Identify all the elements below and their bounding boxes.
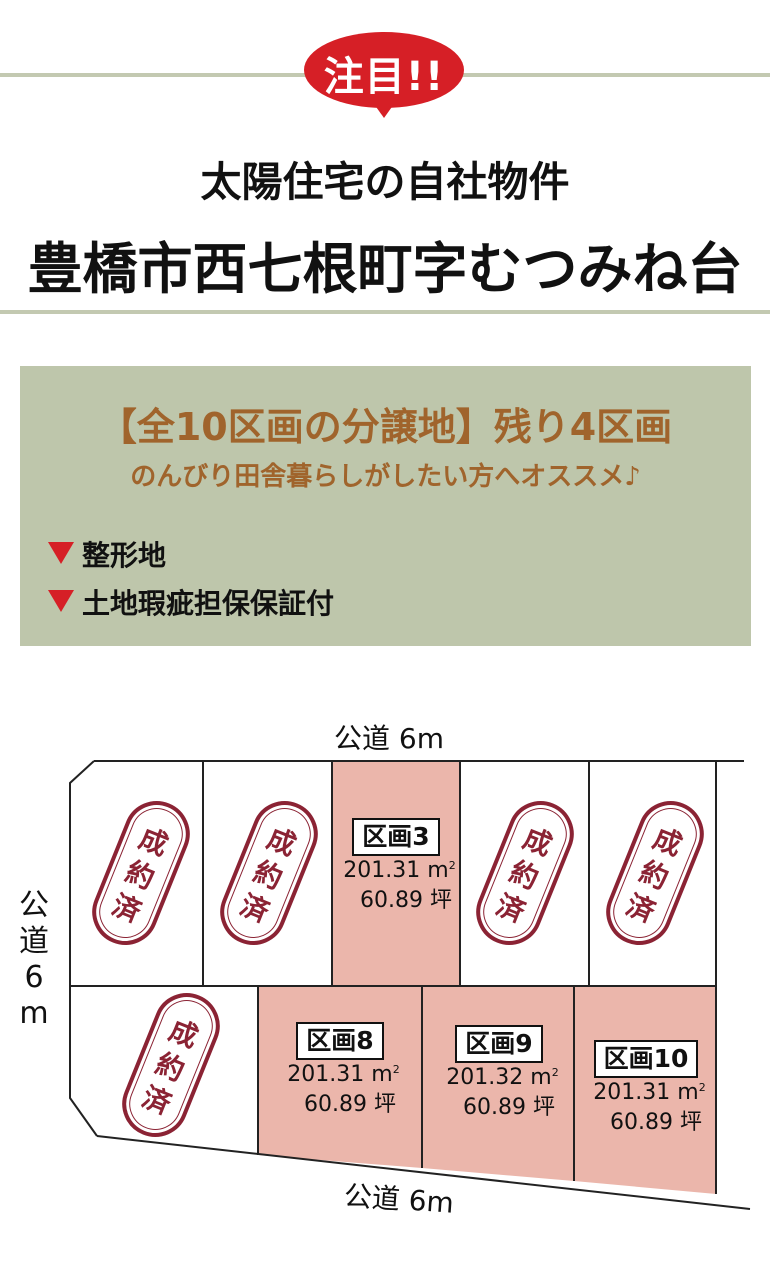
lot-9-area-sqm: 201.32 m [424, 1063, 574, 1093]
plot-map [69, 760, 751, 1210]
lot-8-label: 区画8 201.31 m 60.89 坪 [262, 1022, 418, 1120]
road-label-bottom: 公道 6m [342, 1179, 455, 1220]
lot-3-name: 区画3 [352, 818, 440, 856]
lot-9-area-tsubo: 60.89 坪 [463, 1095, 555, 1120]
lot-9-label: 区画9 201.32 m 60.89 坪 [424, 1025, 574, 1123]
lot-boundaries [69, 760, 751, 1210]
lot-10-name: 区画10 [593, 1040, 699, 1078]
bottom-divider [0, 310, 770, 314]
lot-3-area-tsubo: 60.89 坪 [360, 888, 452, 913]
road-label-top: 公道 6m [334, 722, 444, 755]
lot-10-area-tsubo: 60.89 坪 [610, 1110, 702, 1135]
lot-8-area-tsubo: 60.89 坪 [304, 1092, 396, 1117]
lot-3-area-sqm: 201.31 m [334, 856, 458, 886]
feature-item: 土地瑕疵担保保証付 [48, 582, 334, 622]
feature-label: 整形地 [82, 539, 167, 572]
title-line-2: 豊橋市西七根町字むつみね台 [27, 237, 743, 301]
lot-3-label: 区画3 201.31 m 60.89 坪 [334, 818, 458, 916]
road-label-left: 公 道 6 m [19, 888, 49, 1031]
lot-10-area-sqm: 201.31 m [576, 1078, 716, 1108]
info-heading: 【全10区画の分譲地】残り4区画 [98, 405, 673, 449]
info-subheading: のんびり田舎暮らしがしたい方へオススメ♪ [130, 462, 641, 492]
attention-badge: 注目!! [302, 30, 466, 118]
lot-8-name: 区画8 [296, 1022, 384, 1060]
badge-text: 注目!! [323, 54, 445, 100]
title-line-1: 太陽住宅の自社物件 [200, 158, 570, 206]
lot-9-name: 区画9 [455, 1025, 543, 1063]
lot-10-label: 区画10 201.31 m 60.89 坪 [576, 1040, 716, 1138]
lot-8-area-sqm: 201.31 m [262, 1060, 418, 1090]
triangle-bullet-icon [48, 590, 74, 612]
feature-item: 整形地 [48, 534, 166, 574]
triangle-bullet-icon [48, 542, 74, 564]
feature-label: 土地瑕疵担保保証付 [82, 587, 335, 620]
speech-bubble-icon [304, 32, 464, 118]
info-box: 【全10区画の分譲地】残り4区画 のんびり田舎暮らしがしたい方へオススメ♪ 整形… [20, 366, 751, 646]
